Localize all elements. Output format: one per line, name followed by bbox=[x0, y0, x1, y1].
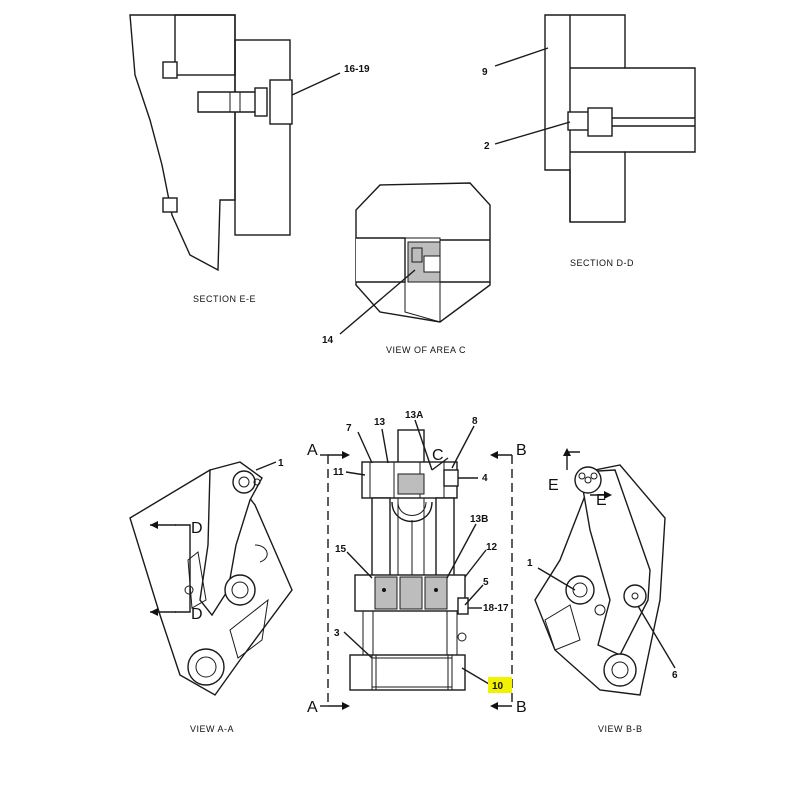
callout-16-19: 16-19 bbox=[344, 64, 370, 75]
section-letter-d-bottom: D bbox=[191, 606, 203, 623]
callout-11: 11 bbox=[333, 467, 344, 478]
callout-4: 4 bbox=[482, 473, 488, 484]
section-letter-b-top: B bbox=[516, 442, 527, 459]
section-letter-b-bottom: B bbox=[516, 699, 527, 716]
callout-13a: 13A bbox=[405, 410, 423, 421]
callout-12: 12 bbox=[486, 542, 498, 553]
view-b-b-drawing bbox=[534, 448, 676, 696]
center-assembly-drawing bbox=[320, 419, 513, 710]
section-letter-c: C bbox=[432, 447, 444, 464]
callout-14: 14 bbox=[322, 335, 334, 346]
section-letter-d-top: D bbox=[191, 520, 203, 537]
caption-section-e-e: SECTION E-E bbox=[193, 294, 256, 304]
callout-7: 7 bbox=[346, 423, 352, 434]
section-e-e-drawing bbox=[129, 14, 341, 272]
callout-13b: 13B bbox=[470, 514, 488, 525]
caption-view-a-a: VIEW A-A bbox=[190, 724, 234, 734]
callout-6: 6 bbox=[672, 670, 678, 681]
callout-15: 15 bbox=[335, 544, 347, 555]
caption-section-d-d: SECTION D-D bbox=[570, 258, 634, 268]
callout-1-view-b-b: 1 bbox=[527, 558, 533, 569]
callout-1-view-a-a: 1 bbox=[278, 458, 284, 469]
section-letter-e-left: E bbox=[548, 477, 559, 494]
caption-view-area-c: VIEW OF AREA C bbox=[386, 345, 466, 355]
view-area-c-drawing bbox=[339, 182, 491, 335]
callout-8: 8 bbox=[472, 416, 478, 427]
section-d-d-drawing bbox=[494, 14, 696, 223]
callout-3: 3 bbox=[334, 628, 340, 639]
section-letter-e-right: E bbox=[596, 492, 607, 509]
callout-18-17: 18-17 bbox=[483, 603, 509, 614]
callout-5: 5 bbox=[483, 577, 489, 588]
view-a-a-drawing bbox=[129, 461, 293, 696]
highlight-box bbox=[488, 677, 512, 693]
callout-10: 10 bbox=[492, 681, 504, 692]
caption-view-b-b: VIEW B-B bbox=[598, 724, 643, 734]
section-letter-a-bottom: A bbox=[307, 699, 318, 716]
callout-2: 2 bbox=[484, 141, 490, 152]
callout-9: 9 bbox=[482, 67, 488, 78]
callout-13: 13 bbox=[374, 417, 386, 428]
section-letter-a-top: A bbox=[307, 442, 318, 459]
